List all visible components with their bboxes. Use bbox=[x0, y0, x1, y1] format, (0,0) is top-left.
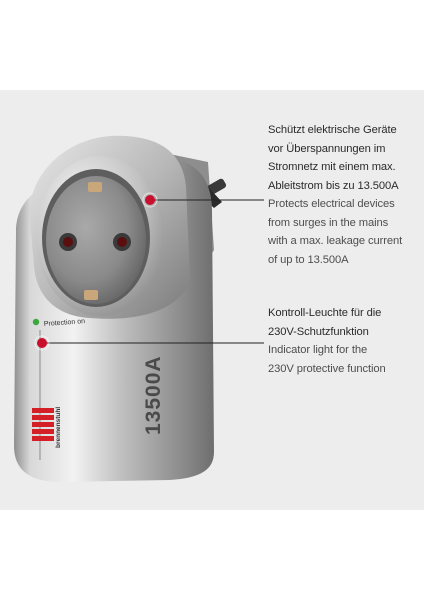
callout-de-line: Ableitstrom bis zu 13.500A bbox=[268, 179, 399, 192]
callout-indicator-light: Kontroll-Leuchte für die 230V-Schutzfunk… bbox=[268, 304, 418, 378]
callout-en-line: Indicator light for the bbox=[268, 344, 368, 356]
callout-de-line: Kontroll-Leuchte für die bbox=[268, 307, 382, 319]
callout-en-line: with a max. leakage current bbox=[268, 235, 403, 247]
indicator-label: Protection on bbox=[44, 318, 86, 328]
brand-logo: brennenstuhl bbox=[32, 407, 62, 448]
rating-label: 13500A bbox=[142, 355, 165, 435]
socket-face bbox=[46, 176, 146, 304]
callout-marker-1 bbox=[145, 195, 155, 205]
callout-en-line: Protects electrical devices bbox=[268, 198, 395, 210]
product-image-panel: Protection on 13500A brennenstuhl Schütz… bbox=[0, 90, 424, 510]
indicator-led bbox=[32, 318, 40, 326]
callout-en-line: of up to 13.500A bbox=[268, 253, 349, 266]
callout-de-line: Stromnetz mit einem max. bbox=[268, 161, 396, 173]
callout-en-line: 230V protective function bbox=[268, 362, 386, 375]
callout-de-line: vor Überspannungen im bbox=[268, 142, 386, 155]
brand-name: brennenstuhl bbox=[55, 407, 62, 448]
callout-marker-2 bbox=[37, 338, 47, 348]
callout-de-line: Schützt elektrische Geräte bbox=[268, 124, 397, 136]
callout-en-line: from surges in the mains bbox=[268, 216, 389, 229]
callout-surge-protection: Schützt elektrische Geräte vor Überspann… bbox=[268, 121, 418, 269]
callout-de-line: 230V-Schutzfunktion bbox=[268, 325, 369, 338]
surge-protector-adapter: Protection on 13500A brennenstuhl bbox=[14, 135, 264, 482]
